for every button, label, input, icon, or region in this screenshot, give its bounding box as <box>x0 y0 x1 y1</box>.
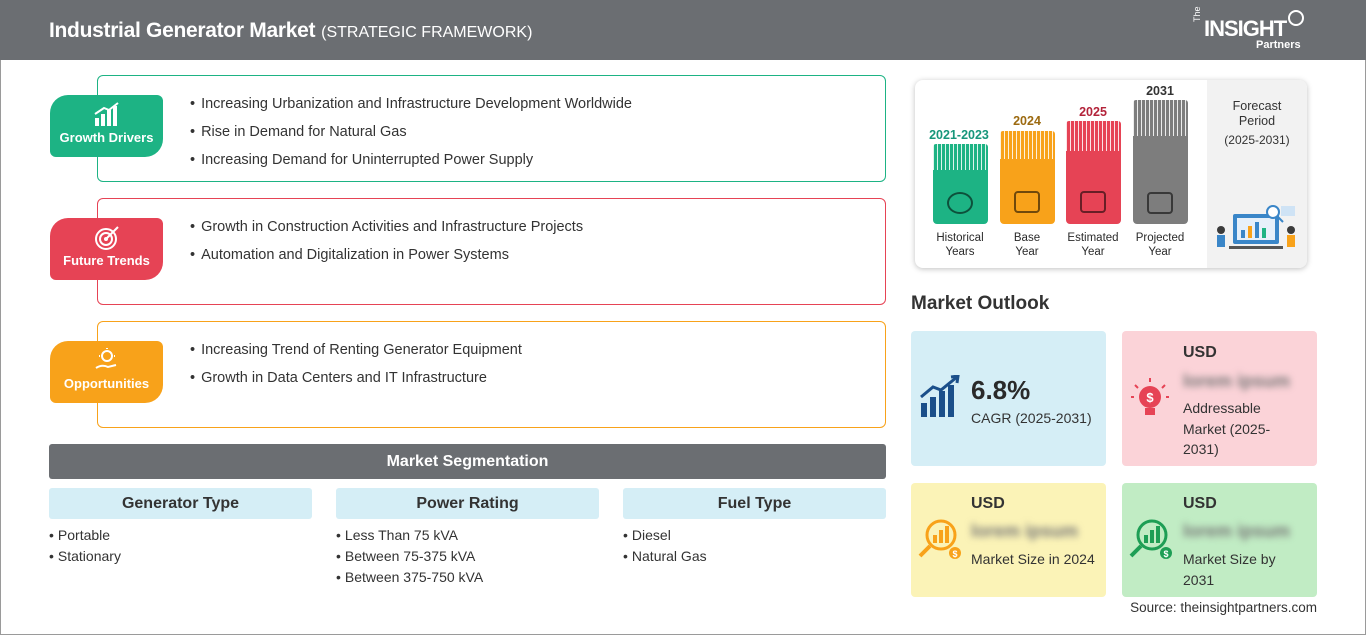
lightbulb-hand-icon <box>94 348 116 369</box>
growth-drivers-list: Increasing Urbanization and Infrastructu… <box>190 96 632 180</box>
svg-text:$: $ <box>952 549 957 559</box>
lightbulb-dollar-icon: $ <box>1131 378 1169 415</box>
logo-ring-icon <box>1288 10 1304 26</box>
timeline-year: 2031 <box>1146 84 1174 98</box>
addressable-market-card: $ USD lorem ipsum Addressable Market (20… <box>1122 331 1317 466</box>
logo-main: INSIGHT <box>1204 16 1287 41</box>
segment-fuel-type: Fuel Type Diesel Natural Gas <box>623 488 886 567</box>
list-item: Increasing Demand for Uninterrupted Powe… <box>190 152 632 180</box>
bar-chart-icon <box>93 102 119 126</box>
presentation-board-icon <box>1147 192 1173 214</box>
size-2031-label: Market Size by 2031 <box>1183 551 1276 588</box>
timeline-bar <box>1000 131 1055 224</box>
timeline-bar <box>1066 121 1121 224</box>
growth-drivers-label: Growth Drivers <box>59 130 154 145</box>
timeline-year: 2024 <box>1013 114 1041 128</box>
list-item: Between 75-375 kVA <box>336 546 599 567</box>
target-icon <box>94 226 119 250</box>
size-2031-usd: USD <box>1183 495 1217 512</box>
gears-icon <box>1080 191 1106 213</box>
addressable-value: lorem ipsum <box>1183 371 1291 391</box>
future-trends-badge: Future Trends <box>50 218 163 280</box>
timeline-bar <box>933 144 988 224</box>
page-subtitle: (STRATEGIC FRAMEWORK) <box>321 24 533 41</box>
market-size-2024-card: $ USD lorem ipsum Market Size in 2024 <box>911 483 1106 597</box>
svg-text:$: $ <box>1146 390 1154 405</box>
size-2024-value: lorem ipsum <box>971 521 1079 541</box>
list-item: Diesel <box>623 525 886 546</box>
growth-drivers-badge: Growth Drivers <box>50 95 163 157</box>
timeline-bar <box>1133 100 1188 224</box>
size-2024-label: Market Size in 2024 <box>971 551 1095 567</box>
svg-text:$: $ <box>1163 549 1168 559</box>
list-item: Natural Gas <box>623 546 886 567</box>
future-trends-list: Growth in Construction Activities and In… <box>190 219 583 275</box>
source-note[interactable]: Source: theinsightpartners.com <box>1130 600 1317 615</box>
segment-head: Fuel Type <box>623 488 886 519</box>
segment-head: Power Rating <box>336 488 599 519</box>
addressable-usd: USD <box>1183 344 1217 361</box>
analytics-people-icon <box>1217 205 1295 249</box>
list-item: Automation and Digitalization in Power S… <box>190 247 583 275</box>
cagr-value: 6.8% <box>971 375 1031 405</box>
opportunities-badge: Opportunities <box>50 341 163 403</box>
growth-drivers-box: Increasing Urbanization and Infrastructu… <box>97 75 886 182</box>
list-item: Stationary <box>49 546 312 567</box>
page-title: Industrial Generator Market(STRATEGIC FR… <box>49 19 533 42</box>
cagr-label: CAGR (2025-2031) <box>971 410 1092 426</box>
size-2031-value: lorem ipsum <box>1183 521 1291 541</box>
logo-prefix: The <box>1192 6 1202 22</box>
list-item: Portable <box>49 525 312 546</box>
list-item: Increasing Trend of Renting Generator Eq… <box>190 342 522 370</box>
list-item: Between 375-750 kVA <box>336 567 599 588</box>
cagr-card: 6.8% CAGR (2025-2031) <box>911 331 1106 466</box>
opportunities-box: Increasing Trend of Renting Generator Eq… <box>97 321 886 428</box>
calendar-icon <box>1014 191 1040 213</box>
growth-chart-icon <box>920 375 960 417</box>
history-clock-icon <box>947 192 973 214</box>
segment-head: Generator Type <box>49 488 312 519</box>
market-outlook-title: Market Outlook <box>911 293 1050 314</box>
list-item: Less Than 75 kVA <box>336 525 599 546</box>
market-size-2031-card: $ USD lorem ipsum Market Size by 2031 <box>1122 483 1317 597</box>
list-item: Growth in Construction Activities and In… <box>190 219 583 247</box>
size-2024-usd: USD <box>971 495 1005 512</box>
list-item: Growth in Data Centers and IT Infrastruc… <box>190 370 522 398</box>
segment-generator-type: Generator Type Portable Stationary <box>49 488 312 567</box>
opportunities-label: Opportunities <box>63 376 150 391</box>
magnifier-chart-icon: $ <box>1129 519 1172 559</box>
future-trends-box: Growth in Construction Activities and In… <box>97 198 886 305</box>
brand-logo[interactable]: The INSIGHT Partners <box>1192 6 1312 54</box>
magnifier-chart-icon: $ <box>918 519 961 559</box>
list-item: Increasing Urbanization and Infrastructu… <box>190 96 632 124</box>
list-item: Rise in Demand for Natural Gas <box>190 124 632 152</box>
addressable-label: Addressable Market (2025-2031) <box>1183 400 1271 457</box>
future-trends-label: Future Trends <box>63 253 150 268</box>
opportunities-list: Increasing Trend of Renting Generator Eq… <box>190 342 522 398</box>
timeline-year: 2021-2023 <box>929 128 989 142</box>
segment-power-rating: Power Rating Less Than 75 kVA Between 75… <box>336 488 599 588</box>
header-bar: Industrial Generator Market(STRATEGIC FR… <box>0 0 1366 60</box>
timeline-year: 2025 <box>1079 105 1107 119</box>
segmentation-title: Market Segmentation <box>49 444 886 479</box>
forecast-period-range: (2025-2031) <box>1224 133 1290 147</box>
logo-sub: Partners <box>1256 39 1301 51</box>
